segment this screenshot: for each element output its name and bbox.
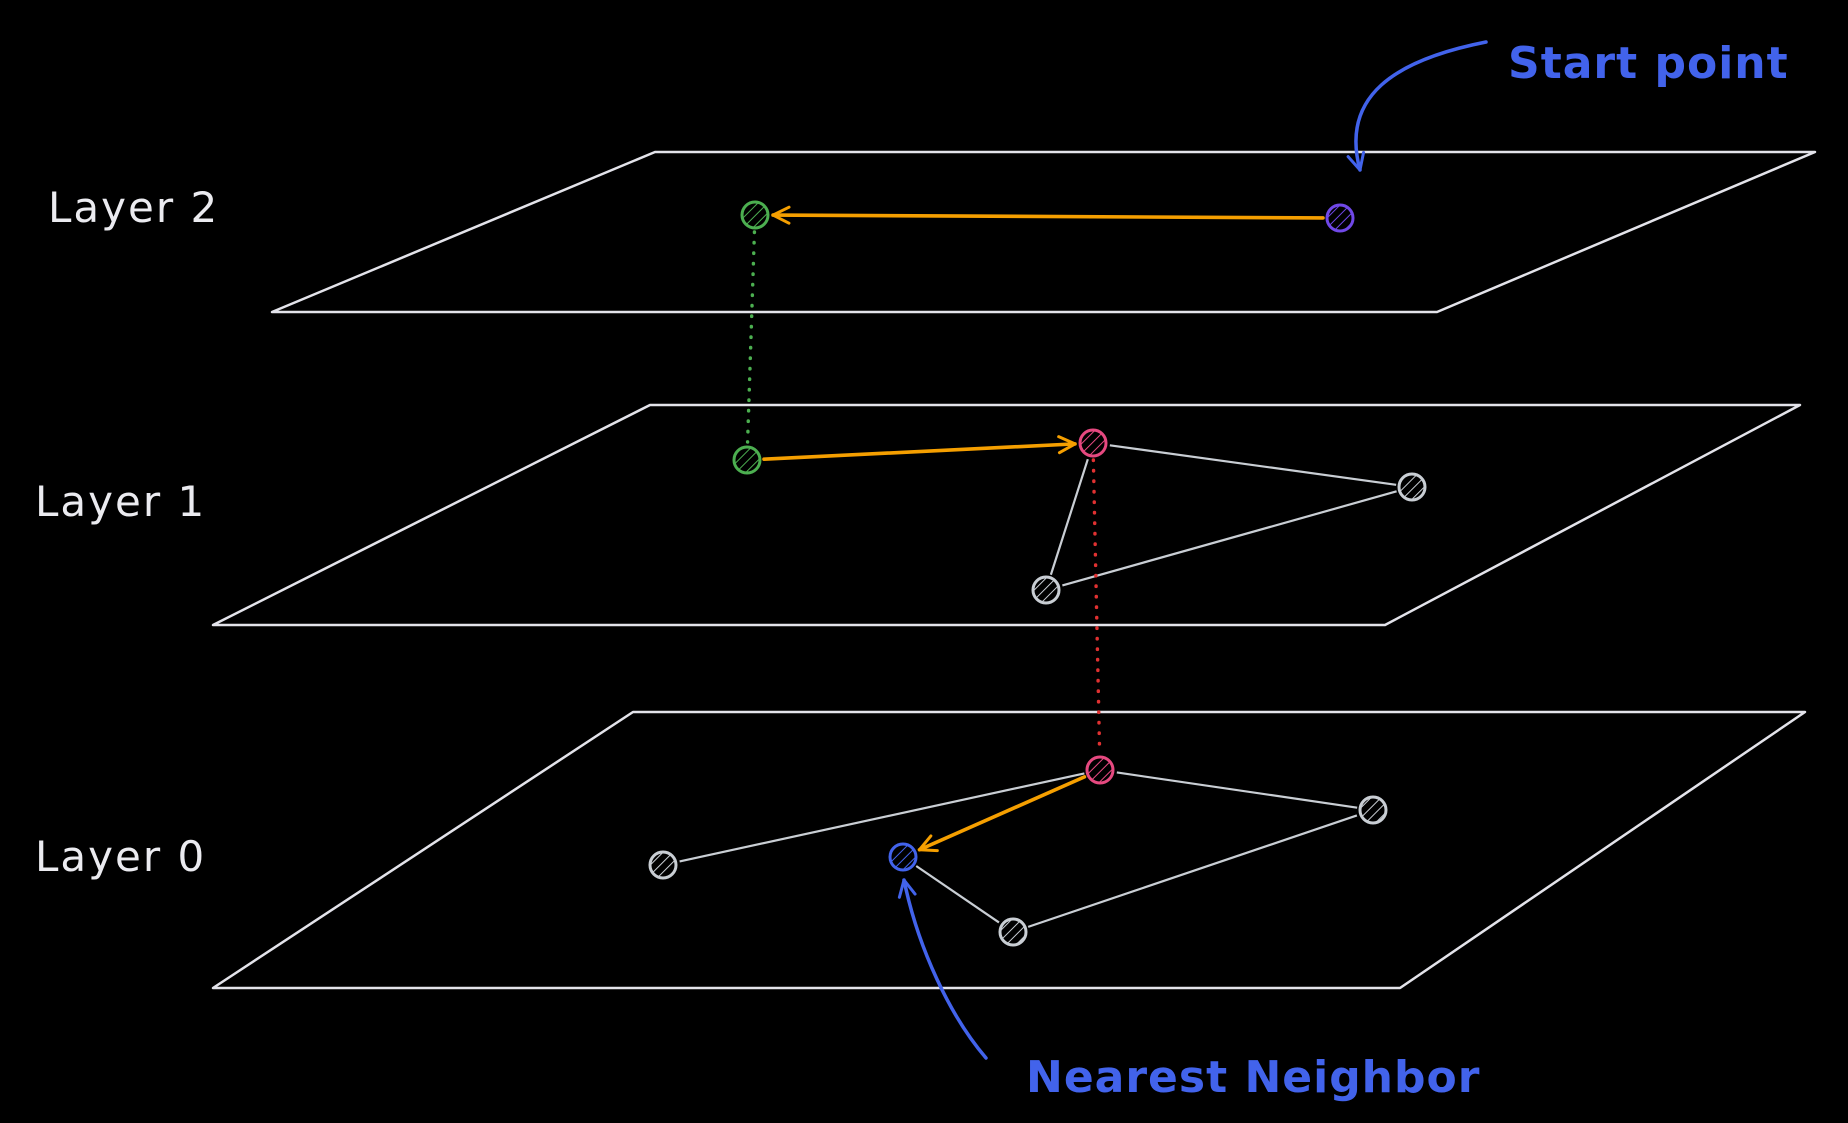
nearest-neighbor-arrow xyxy=(897,878,988,1060)
nearest-neighbor-node xyxy=(888,842,918,872)
layer2-closest-node xyxy=(740,200,770,230)
edge-g2-g1 xyxy=(745,230,757,444)
edge-k1-d1 xyxy=(1049,458,1089,576)
graph-edges xyxy=(679,205,1397,928)
edge-k1-k0 xyxy=(1091,458,1102,754)
layer1-closest-node xyxy=(1078,428,1108,458)
edge-l0-k0 xyxy=(679,772,1085,863)
graph-nodes xyxy=(648,200,1427,947)
layer0-neighbor-node xyxy=(648,850,678,880)
layer0-entry-node xyxy=(1085,755,1115,785)
edge-k0-r0 xyxy=(1116,771,1358,809)
start-point-label: Start point xyxy=(1508,38,1789,89)
layer-0-label: Layer 0 xyxy=(35,832,206,881)
edge-d1-r1 xyxy=(1062,490,1397,587)
edge-g1-k1 xyxy=(762,435,1077,461)
layer0-neighbor-node xyxy=(1358,795,1388,825)
edge-m0-b0 xyxy=(915,865,1000,924)
layer-1-label: Layer 1 xyxy=(35,477,206,526)
labels-overlay: Layer 2 Layer 1 Layer 0 Start point Near… xyxy=(35,38,1789,1103)
layer-0-plane xyxy=(211,710,1807,990)
start-point-node xyxy=(1325,203,1355,233)
layer1-entry-node xyxy=(732,445,762,475)
edge-p2-g2 xyxy=(771,205,1325,225)
layer-planes xyxy=(211,150,1817,990)
edge-r0-m0 xyxy=(1027,814,1358,928)
start-point-arrow xyxy=(1346,40,1488,172)
layer-2-plane xyxy=(270,150,1817,314)
edge-k0-b0 xyxy=(917,775,1087,853)
layer-2-label: Layer 2 xyxy=(48,183,219,232)
edge-k1-r1 xyxy=(1109,444,1397,486)
layer1-neighbor-node xyxy=(1031,575,1061,605)
layer-1-plane xyxy=(211,403,1802,627)
nearest-neighbor-label: Nearest Neighbor xyxy=(1026,1052,1480,1103)
layer1-neighbor-node xyxy=(1397,472,1427,502)
layer0-neighbor-node xyxy=(998,917,1028,947)
